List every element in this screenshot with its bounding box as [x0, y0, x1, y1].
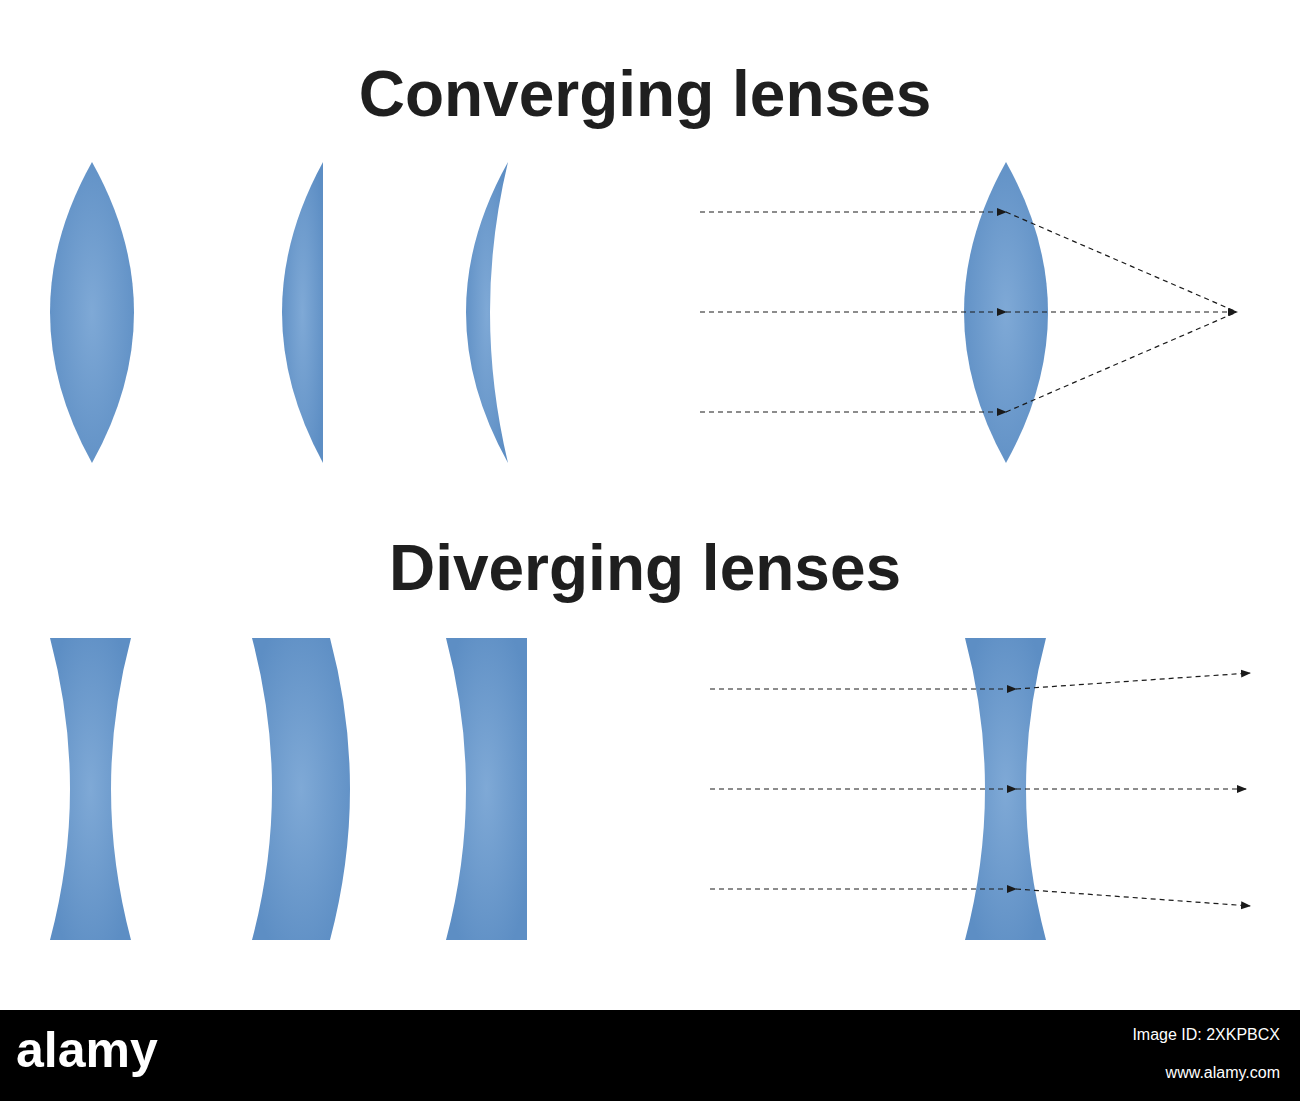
- plano-concave-lens: [446, 638, 527, 940]
- section-heading: Converging lenses: [359, 58, 932, 132]
- biconvex-lens: [50, 162, 134, 463]
- plano-convex-lens: [282, 162, 323, 463]
- biconcave-lens: [50, 638, 131, 940]
- concave-meniscus-lens: [252, 638, 350, 940]
- image-id: Image ID: 2XKPBCX: [1132, 1026, 1280, 1044]
- biconcave-lens: [965, 638, 1046, 940]
- convex-meniscus-lens: [466, 162, 508, 463]
- watermark-url: www.alamy.com: [1166, 1064, 1280, 1082]
- section-heading: Diverging lenses: [389, 532, 901, 606]
- watermark-logo: alamy: [16, 1022, 158, 1080]
- watermark-bar: [0, 1010, 1300, 1101]
